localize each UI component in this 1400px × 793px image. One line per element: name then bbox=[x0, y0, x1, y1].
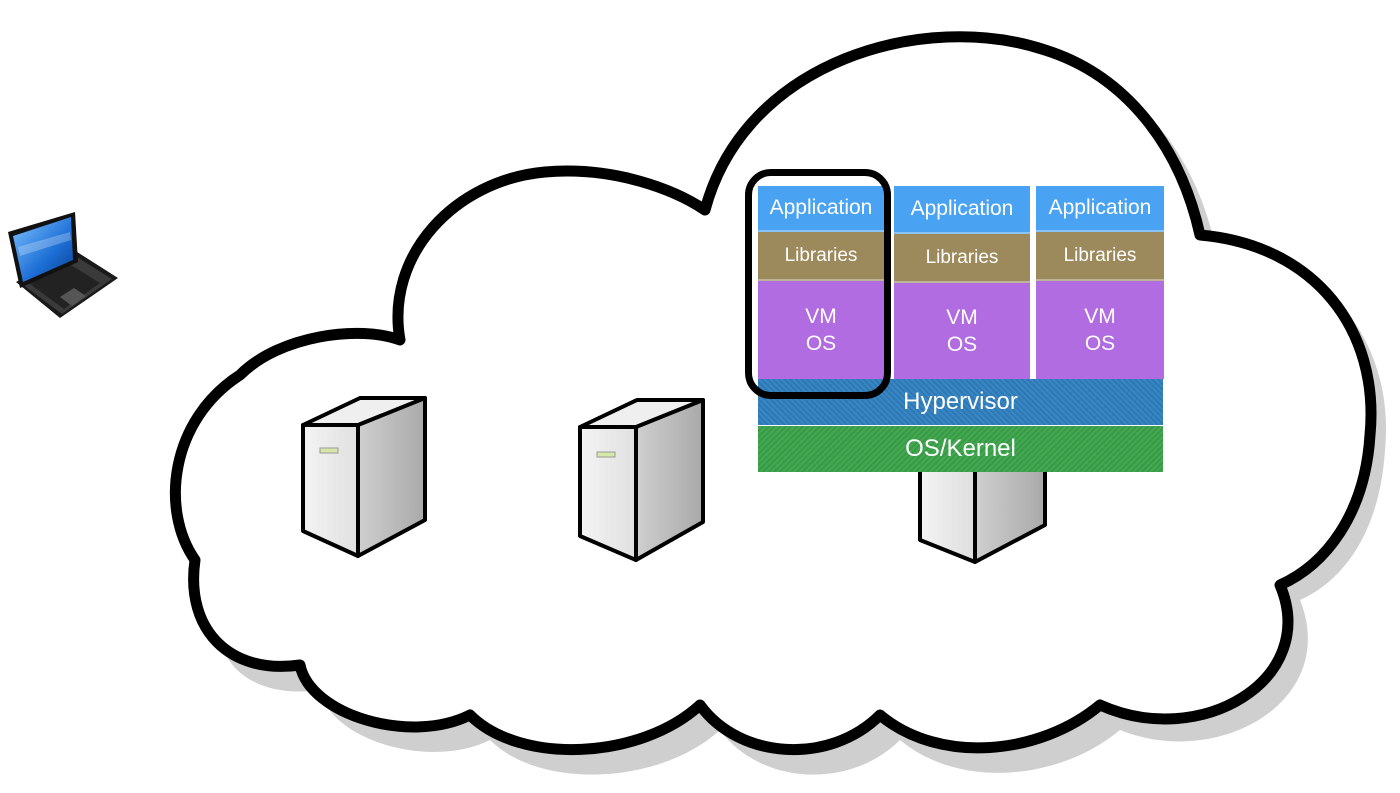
vm-os-layer: VM OS bbox=[1036, 281, 1164, 379]
vm-label: VM bbox=[946, 306, 978, 329]
hypervisor-layer: Hypervisor bbox=[758, 379, 1163, 425]
vm-stack-3: Application Libraries VM OS bbox=[1036, 186, 1164, 379]
vm-label: VM bbox=[805, 305, 837, 328]
vm-stack-1: Application Libraries VM OS bbox=[758, 186, 884, 379]
vm-label: VM bbox=[1084, 305, 1116, 328]
libraries-layer: Libraries bbox=[894, 234, 1030, 283]
highlight-outline bbox=[745, 169, 891, 399]
application-layer: Application bbox=[894, 186, 1030, 234]
libraries-layer: Libraries bbox=[758, 232, 884, 281]
vm-os-layer: VM OS bbox=[894, 283, 1030, 379]
vm-os-layer: VM OS bbox=[758, 281, 884, 379]
os-label: OS bbox=[805, 332, 837, 355]
application-layer: Application bbox=[1036, 186, 1164, 232]
os-kernel-layer: OS/Kernel bbox=[758, 426, 1163, 472]
application-layer: Application bbox=[758, 186, 884, 232]
server-icon bbox=[578, 398, 705, 562]
os-label: OS bbox=[946, 333, 978, 356]
libraries-layer: Libraries bbox=[1036, 232, 1164, 281]
vm-stack-2: Application Libraries VM OS bbox=[894, 186, 1030, 379]
laptop-icon bbox=[8, 212, 118, 318]
os-label: OS bbox=[1084, 332, 1116, 355]
server-icon bbox=[301, 396, 427, 558]
